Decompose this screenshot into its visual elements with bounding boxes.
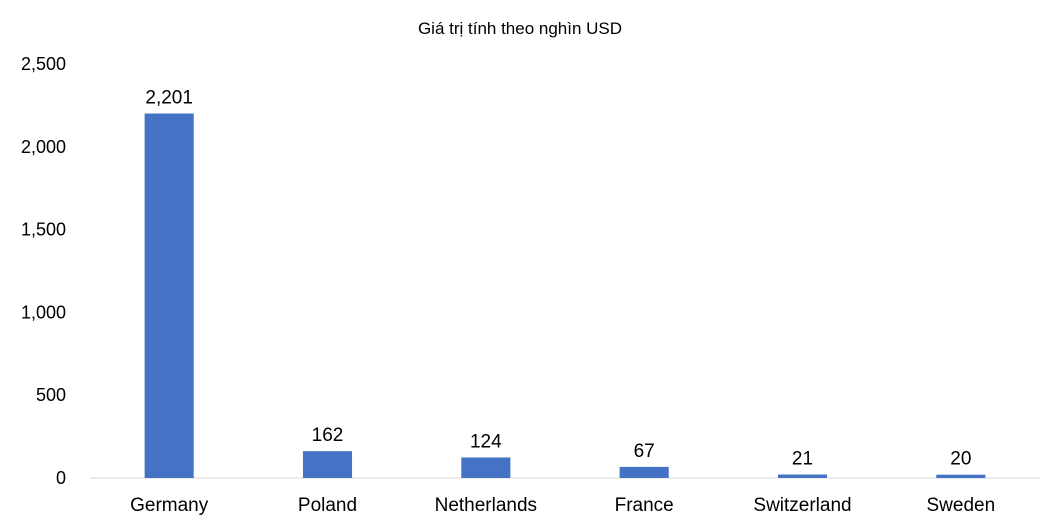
x-tick-label: Sweden bbox=[926, 495, 995, 516]
bar-france bbox=[619, 466, 669, 478]
bar-sweden bbox=[936, 474, 986, 478]
y-tick-label: 1,000 bbox=[21, 302, 66, 322]
y-axis: 0 500 1,000 1,500 2,000 2,500 bbox=[21, 54, 66, 488]
bar-switzerland bbox=[777, 474, 828, 478]
data-label: 162 bbox=[312, 425, 344, 446]
data-labels-group: 2,201 162 124 67 21 20 bbox=[145, 88, 971, 470]
bars-group bbox=[144, 113, 986, 478]
x-tick-label: Poland bbox=[298, 495, 357, 516]
data-label: 124 bbox=[470, 431, 502, 452]
y-tick-label: 500 bbox=[36, 385, 66, 405]
y-tick-label: 2,000 bbox=[21, 137, 66, 157]
x-axis: Germany Poland Netherlands France Switzerlan… bbox=[130, 495, 995, 516]
x-tick-label: Netherlands bbox=[435, 495, 537, 516]
data-label: 21 bbox=[792, 449, 813, 470]
y-tick-label: 0 bbox=[56, 468, 66, 488]
y-tick-label: 1,500 bbox=[21, 220, 66, 240]
x-tick-label: Germany bbox=[130, 495, 209, 516]
bar-poland bbox=[302, 451, 353, 478]
bar-germany bbox=[144, 113, 194, 478]
chart-title: Giá trị tính theo nghìn USD bbox=[418, 19, 622, 38]
data-label: 2,201 bbox=[145, 88, 193, 109]
y-tick-label: 2,500 bbox=[21, 54, 66, 74]
data-label: 67 bbox=[634, 441, 655, 462]
data-label: 20 bbox=[950, 449, 971, 470]
x-tick-label: Switzerland bbox=[753, 495, 851, 516]
bar-netherlands bbox=[461, 457, 511, 478]
x-tick-label: France bbox=[615, 495, 674, 516]
